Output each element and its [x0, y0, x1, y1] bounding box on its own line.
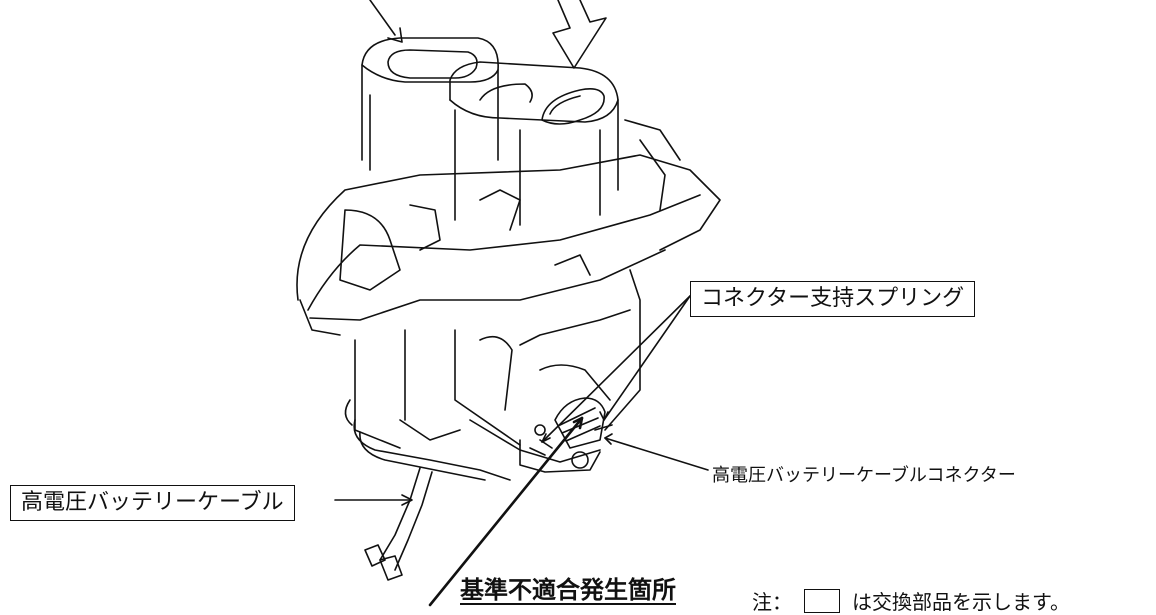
top-left-arrow — [369, 0, 403, 43]
right-battery-module — [449, 61, 619, 226]
callout-lines — [334, 295, 709, 607]
hv-cable-label: 高電圧バッテリーケーブル — [10, 485, 295, 521]
replacement-parts-note: 注： は交換部品を示します。 — [752, 586, 1070, 615]
nonconformity-location-label: 基準不適合発生箇所 — [460, 575, 676, 604]
note-suffix: は交換部品を示します。 — [852, 590, 1070, 614]
connector-spring-label: コネクター支持スプリング — [690, 281, 976, 317]
note-prefix: 注： — [752, 590, 792, 614]
upper-frame — [296, 119, 721, 336]
top-down-arrow-icon — [552, 0, 607, 69]
hv-cable-harness — [344, 399, 511, 581]
replacement-box-icon — [804, 588, 840, 613]
left-battery-module — [361, 37, 499, 221]
hv-cable-connector-label: 高電圧バッテリーケーブルコネクター — [712, 465, 1016, 486]
lower-body — [354, 269, 641, 463]
